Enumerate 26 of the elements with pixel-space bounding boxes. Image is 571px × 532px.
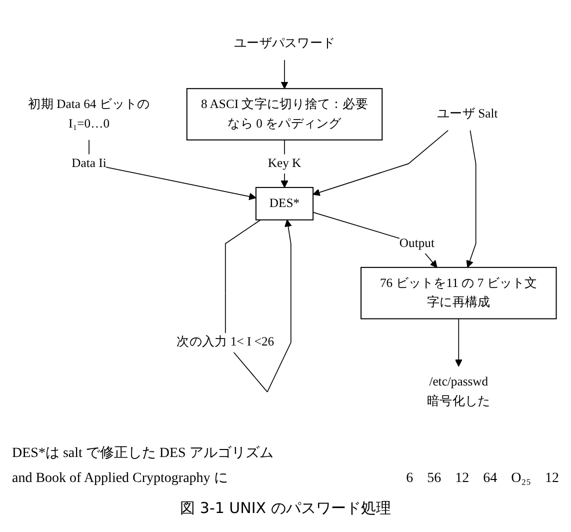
bit-width-label: 12 xyxy=(545,470,559,488)
note-text: DES*は salt で修正した DES アルゴリズム xyxy=(12,445,274,464)
signal-label: O₂₅ xyxy=(511,470,531,488)
node-text: ユーザ Salt xyxy=(437,107,498,121)
node-text: ユーザパスワード xyxy=(234,36,335,50)
bit-width-label: 12 xyxy=(455,470,470,488)
node-text: 初期 Data 64 ビットの I₁=0…0 xyxy=(28,98,150,130)
edge-label: Output xyxy=(399,236,434,250)
edge-label: 次の入力 1< I <26 xyxy=(176,336,274,350)
node-box: DES* xyxy=(255,186,314,220)
node-box: 8 ASCI 文字に切り捨て：必要なら 0 をパディング xyxy=(186,88,383,140)
edge-label: Key K xyxy=(268,156,302,170)
arrow xyxy=(312,212,438,268)
arrow xyxy=(454,318,462,367)
node-label: 暗号化した xyxy=(427,394,490,408)
bit-width-label: 64 xyxy=(483,470,498,488)
node-box: 76 ビットを11 の 7 ビット文字に再構成 xyxy=(360,266,557,320)
arrow xyxy=(280,60,288,89)
arrow xyxy=(466,130,476,268)
figure-caption: 図 3-1 UNIX のパスワード処理 xyxy=(179,498,392,519)
arrow xyxy=(312,130,449,196)
bit-width-label: 6 xyxy=(406,470,414,488)
node-text: /etc/passwd xyxy=(429,376,488,390)
note-text: and Book of Applied Cryptography に xyxy=(12,470,229,488)
edge-label: Data Ii xyxy=(72,156,106,170)
bit-width-label: 56 xyxy=(427,470,442,488)
